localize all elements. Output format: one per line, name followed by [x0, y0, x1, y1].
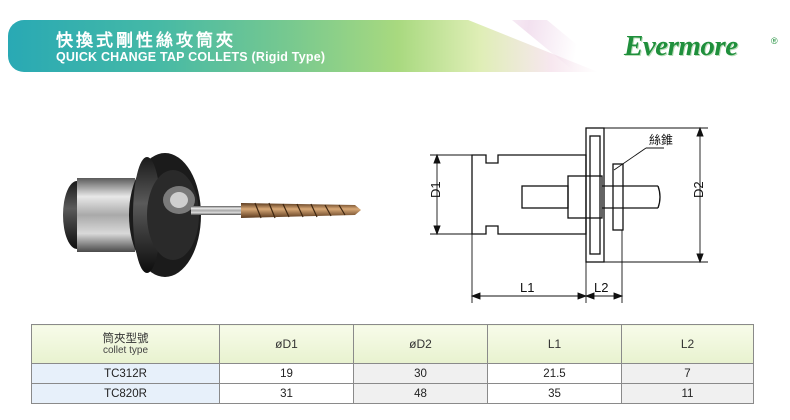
cell-l2: 7 [621, 363, 754, 384]
label-tap: 絲錐 [649, 132, 673, 147]
label-d1: D1 [428, 181, 443, 198]
column-header-l2: L2 [621, 324, 754, 364]
cell-d1: 19 [219, 363, 354, 384]
page-title-cn: 快換式剛性絲攻筒夾 [56, 31, 236, 51]
cell-d1: 31 [219, 383, 354, 404]
product-photo [63, 153, 361, 277]
cell-d2: 30 [353, 363, 488, 384]
page-title-en: QUICK CHANGE TAP COLLETS (Rigid Type) [56, 50, 326, 64]
label-d2: D2 [691, 181, 706, 198]
table-header-row: 筒夾型號 collet type øD1 øD2 L1 L2 [31, 324, 754, 364]
cell-type: TC312R [31, 363, 220, 384]
technical-drawing: D1 D2 L1 L2 絲錐 [428, 126, 708, 303]
column-header-type-cn: 筒夾型號 [102, 331, 149, 345]
column-header-d1: øD1 [219, 324, 354, 364]
table-row: TC820R 31 48 35 11 [31, 383, 754, 404]
registered-mark: ® [771, 36, 778, 46]
column-header-l1: L1 [487, 324, 622, 364]
cell-l1: 21.5 [487, 363, 622, 384]
cell-type: TC820R [31, 383, 220, 404]
label-l1: L1 [520, 280, 534, 295]
brand-logo: Evermore [624, 30, 738, 62]
table-row: TC312R 19 30 21.5 7 [31, 363, 754, 384]
cell-d2: 48 [353, 383, 488, 404]
label-l2: L2 [594, 280, 608, 295]
cell-l2: 11 [621, 383, 754, 404]
column-header-d2: øD2 [353, 324, 488, 364]
spec-table: 筒夾型號 collet type øD1 øD2 L1 L2 TC312R 19… [31, 324, 754, 404]
column-header-type-en: collet type [102, 345, 149, 356]
column-header-type: 筒夾型號 collet type [31, 324, 220, 364]
cell-l1: 35 [487, 383, 622, 404]
